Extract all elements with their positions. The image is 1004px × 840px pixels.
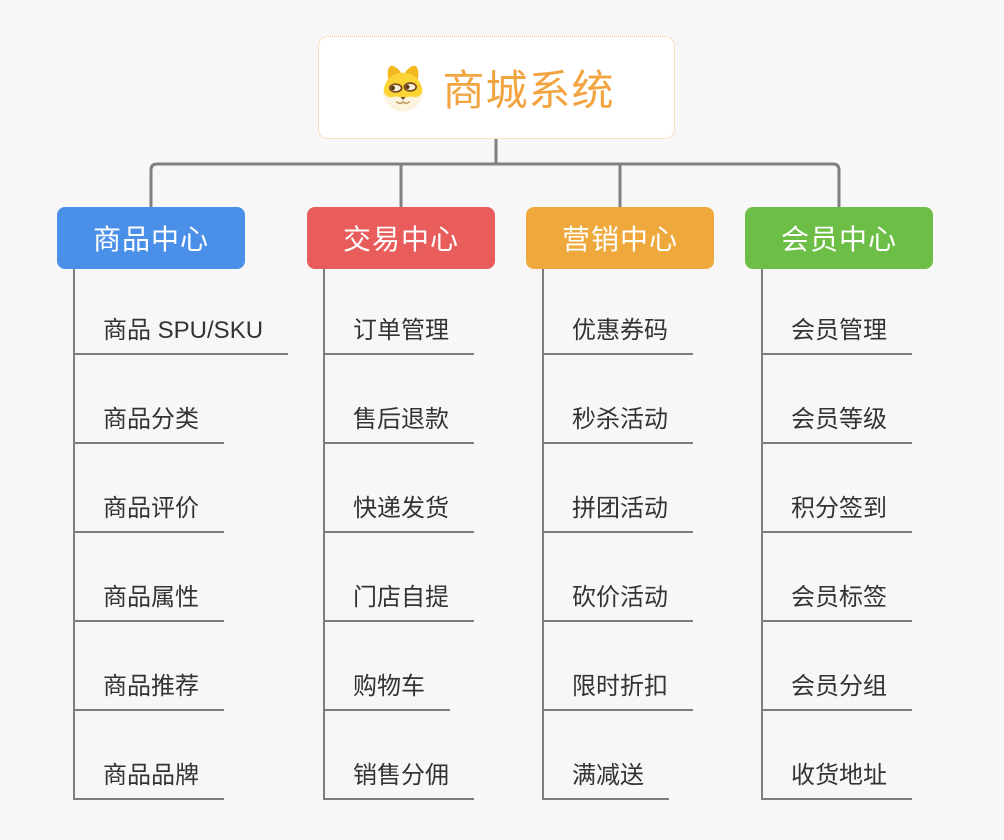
subtopic[interactable]: 会员管理 [761,315,912,355]
subtopic[interactable]: 商品评价 [73,493,224,533]
branch-label: 营销中心 [561,224,678,255]
subtopic[interactable]: 售后退款 [323,404,474,444]
branch-member-center: 会员中心 会员管理 会员等级 积分签到 会员标签 会员分组 收货地址 [745,207,933,800]
doge-icon [378,62,428,114]
branch-trunk-line [761,269,763,800]
branch-marketing-center: 营销中心 优惠券码 秒杀活动 拼团活动 砍价活动 限时折扣 满减送 [526,207,714,800]
subtopic[interactable]: 砍价活动 [542,582,693,622]
branch-label: 商品中心 [92,224,209,255]
subtopic[interactable]: 商品分类 [73,404,224,444]
subtopic[interactable]: 销售分佣 [323,760,474,800]
branch-subtopics: 会员管理 会员等级 积分签到 会员标签 会员分组 收货地址 [761,269,912,800]
root-topic[interactable]: 商城系统 [318,36,675,139]
branch-product-center: 商品中心 商品 SPU/SKU 商品分类 商品评价 商品属性 商品推荐 商品品牌 [57,207,289,800]
root-topic-title: 商城系统 [442,67,615,114]
branch-trunk-line [542,269,544,800]
branch-label: 会员中心 [780,224,897,255]
subtopic[interactable]: 会员标签 [761,582,912,622]
subtopic[interactable]: 会员等级 [761,404,912,444]
branch-label: 交易中心 [342,224,459,255]
subtopic[interactable]: 订单管理 [323,315,474,355]
subtopic[interactable]: 购物车 [323,671,450,711]
subtopic[interactable]: 门店自提 [323,582,474,622]
subtopic[interactable]: 拼团活动 [542,493,693,533]
subtopic[interactable]: 商品推荐 [73,671,224,711]
branch-topic-member[interactable]: 会员中心 [745,207,933,269]
subtopic[interactable]: 收货地址 [761,760,912,800]
subtopic[interactable]: 商品 SPU/SKU [73,315,289,355]
branch-trunk-line [73,269,75,800]
subtopic[interactable]: 商品品牌 [73,760,224,800]
subtopic[interactable]: 商品属性 [73,582,224,622]
subtopic[interactable]: 优惠券码 [542,315,693,355]
subtopic[interactable]: 积分签到 [761,493,912,533]
branch-trunk-line [323,269,325,800]
branch-topic-product[interactable]: 商品中心 [57,207,245,269]
branch-trade-center: 交易中心 订单管理 售后退款 快递发货 门店自提 购物车 销售分佣 [307,207,495,800]
branch-topic-trade[interactable]: 交易中心 [307,207,495,269]
branch-bus-line [149,162,841,207]
branch-subtopics: 商品 SPU/SKU 商品分类 商品评价 商品属性 商品推荐 商品品牌 [73,269,289,800]
subtopic[interactable]: 快递发货 [323,493,474,533]
subtopic[interactable]: 秒杀活动 [542,404,693,444]
subtopic[interactable]: 会员分组 [761,671,912,711]
branch-subtopics: 优惠券码 秒杀活动 拼团活动 砍价活动 限时折扣 满减送 [542,269,693,800]
branch-subtopics: 订单管理 售后退款 快递发货 门店自提 购物车 销售分佣 [323,269,474,800]
branch-topic-marketing[interactable]: 营销中心 [526,207,714,269]
subtopic[interactable]: 满减送 [542,760,669,800]
subtopic[interactable]: 限时折扣 [542,671,693,711]
